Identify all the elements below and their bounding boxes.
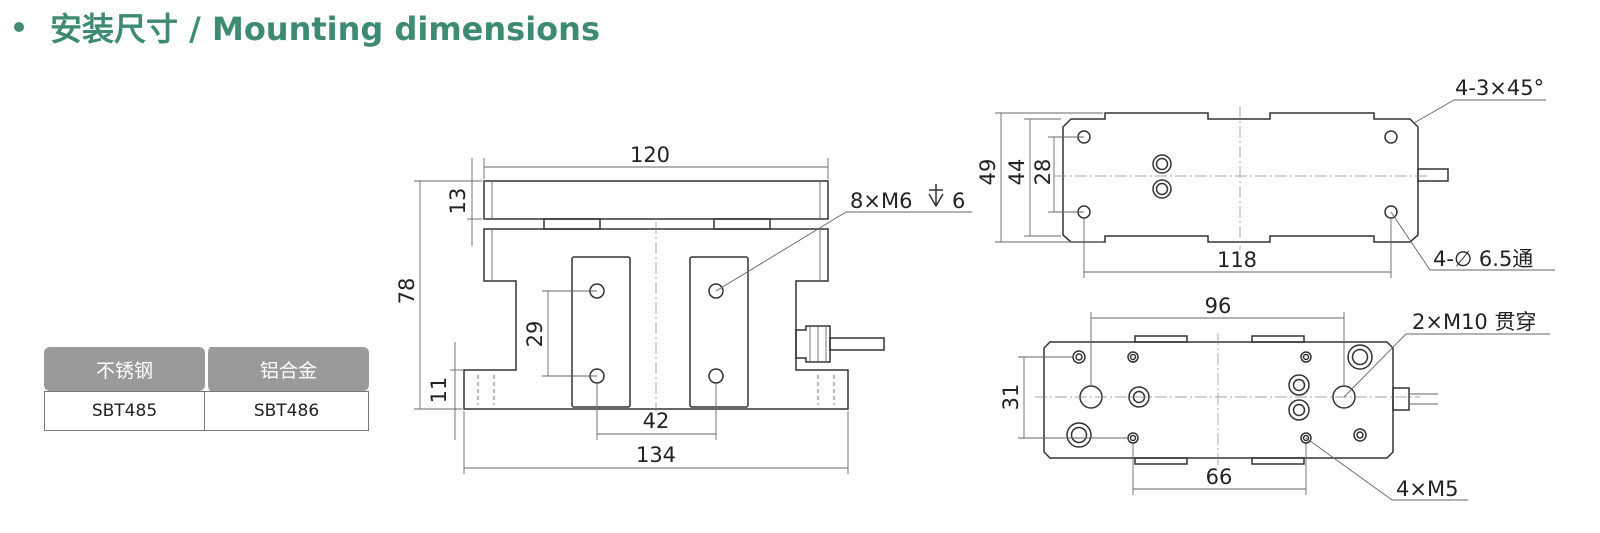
depth-symbol-icon (928, 184, 944, 208)
top-note-chamfer: 4-3×45° (1455, 76, 1544, 100)
model-cell-stainless: SBT485 (44, 391, 205, 431)
top-dim-44: 44 (1005, 159, 1029, 186)
bullet-dot-icon (14, 22, 24, 32)
top-dim-28: 28 (1031, 159, 1055, 186)
front-note-threads: 8×M6 (850, 189, 912, 213)
bottom-note-m10: 2×M10 贯穿 (1412, 310, 1536, 334)
bottom-dim-66: 66 (1206, 465, 1233, 489)
top-view: 49 44 28 118 4-3×45° 4-∅ 6.5通 (976, 76, 1555, 278)
section-heading: 安装尺寸 / Mounting dimensions (14, 4, 600, 50)
front-dim-120: 120 (630, 143, 670, 167)
front-dim-29: 29 (523, 321, 547, 348)
front-view: 120 13 78 29 11 42 134 8×M6 (395, 143, 972, 474)
front-note-depth: 6 (952, 189, 965, 213)
bottom-view: 96 31 66 2×M10 贯穿 4×M5 (999, 294, 1550, 501)
front-dim-11: 11 (427, 377, 451, 404)
model-table: 不锈钢 铝合金 SBT485 SBT486 (44, 347, 369, 431)
bottom-dim-96: 96 (1205, 294, 1232, 318)
top-dim-118: 118 (1217, 248, 1257, 272)
bottom-dim-31: 31 (999, 384, 1023, 411)
front-dim-42: 42 (643, 409, 670, 433)
top-note-holes: 4-∅ 6.5通 (1433, 247, 1533, 271)
section-title: 安装尺寸 / Mounting dimensions (50, 10, 600, 48)
material-header-aluminum: 铝合金 (205, 347, 369, 391)
front-dim-78: 78 (395, 278, 419, 305)
material-header-stainless: 不锈钢 (44, 347, 205, 391)
bottom-note-m5: 4×M5 (1396, 477, 1458, 501)
top-dim-49: 49 (976, 159, 1000, 186)
front-dim-134: 134 (636, 443, 676, 467)
model-cell-aluminum: SBT486 (205, 391, 369, 431)
front-dim-13: 13 (446, 188, 470, 215)
